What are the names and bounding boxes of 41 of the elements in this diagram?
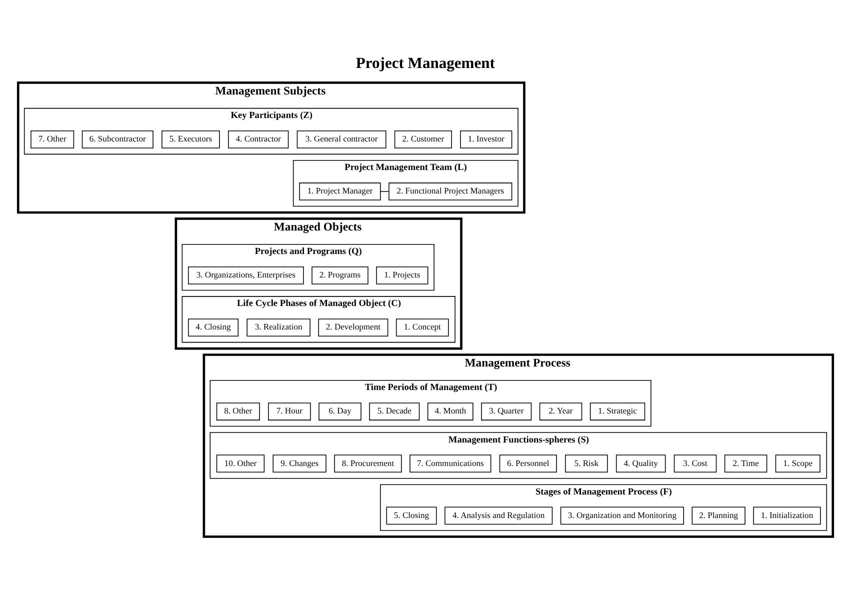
node-box: 5. Risk (565, 454, 608, 472)
node-box: 6. Day (318, 402, 362, 420)
diagram-title: Project Management (356, 54, 495, 72)
node-box: 7. Hour (268, 402, 311, 420)
node-box: 5. Executors (162, 130, 220, 148)
node-box: 7. Other (30, 130, 74, 148)
node-box: 4. Analysis and Regulation (444, 506, 553, 524)
node-box: 1. Initialization (753, 506, 821, 524)
node-box: 1. Strategic (590, 402, 646, 420)
node-box: 3. Organizations, Enterprises (188, 266, 304, 284)
node-box: 3. General contractor (296, 130, 386, 148)
node-box: 3. Realization (246, 318, 310, 336)
node-box: 4. Quality (616, 454, 666, 472)
node-box: 3. Cost (674, 454, 717, 472)
node-box: 1. Project Manager (299, 182, 381, 200)
node-box: 2. Functional Project Managers (388, 182, 512, 200)
node-box: 3. Organization and Monitoring (560, 506, 684, 524)
node-box: 1. Projects (376, 266, 428, 284)
node-box: 1. Concept (396, 318, 449, 336)
node-box: 2. Planning (692, 506, 746, 524)
node-box: 6. Personnel (499, 454, 557, 472)
node-box: 8. Other (216, 402, 260, 420)
node-box: 2. Customer (394, 130, 452, 148)
connector (380, 190, 390, 192)
node-box: 9. Changes (272, 454, 326, 472)
node-box: 3. Quarter (481, 402, 532, 420)
node-box: 4. Closing (188, 318, 239, 336)
node-box: 8. Procurement (334, 454, 402, 472)
node-box: 1. Scope (775, 454, 820, 472)
node-box: 2. Development (318, 318, 388, 336)
node-box: 2. Programs (312, 266, 368, 284)
node-box: 10. Other (216, 454, 265, 472)
node-box: 2. Time (724, 454, 768, 472)
node-box: 2. Year (539, 402, 582, 420)
node-box: 7. Communications (410, 454, 492, 472)
node-box: 4. Contractor (228, 130, 289, 148)
node-box: 5. Decade (369, 402, 420, 420)
node-box: 1. Investor (460, 130, 512, 148)
node-box: 5. Closing (386, 506, 437, 524)
node-box: 6. Subcontractor (82, 130, 154, 148)
node-box: 4. Month (427, 402, 474, 420)
